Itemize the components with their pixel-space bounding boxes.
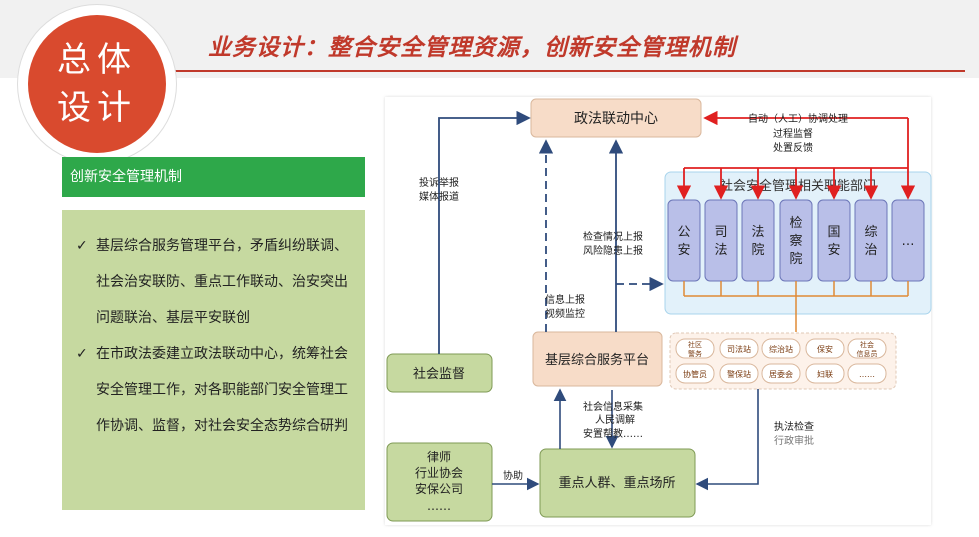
- department-label: 检: [789, 216, 802, 231]
- department-label: 院: [789, 252, 802, 267]
- platform-unit: [675, 338, 715, 359]
- admin-approval-label: 行政审批: [774, 434, 814, 447]
- department-box: [741, 199, 775, 282]
- coordination-label: 自动（人工）协调处理: [748, 112, 848, 125]
- process-supervision-label: 过程监督: [773, 127, 813, 140]
- department-label: …: [902, 234, 915, 249]
- lawyers-line: 行业协会: [415, 465, 463, 480]
- department-label: 综: [864, 225, 877, 240]
- platform-label: 基层综合服务平台: [545, 352, 649, 368]
- department-label: 安: [827, 243, 840, 258]
- department-label: 国: [827, 225, 840, 240]
- department-box: [854, 199, 888, 282]
- platform-unit-label: 综治站: [769, 344, 793, 354]
- dept-group-title: 社会安全管理相关职能部门: [720, 178, 876, 194]
- lawyers-line: 律师: [427, 450, 451, 464]
- info-collect-label: 社会信息采集: [583, 400, 643, 413]
- department-label: 公: [677, 225, 690, 240]
- media-label: 媒体报道: [419, 190, 459, 203]
- enforcement-arrow: [695, 389, 759, 491]
- department-label: 院: [751, 243, 764, 258]
- disposal-feedback-label: 处置反馈: [773, 141, 813, 154]
- info-report-label: 信息上报: [545, 293, 585, 306]
- page-title: 业务设计：整合安全管理资源，创新安全管理机制: [208, 34, 736, 61]
- platform-unit: [805, 338, 845, 359]
- lawyers-line: 安保公司: [415, 481, 463, 496]
- department-label: 安: [677, 243, 690, 258]
- platform-unit-label: 社区: [688, 340, 702, 349]
- department-box: [667, 199, 701, 282]
- resettlement-label: 安置帮教……: [583, 427, 643, 440]
- department-box: [817, 199, 851, 282]
- social-supervision-label: 社会监督: [413, 366, 465, 382]
- risk-report-label: 风险隐患上报: [583, 244, 643, 257]
- platform-unit-label: 警保站: [727, 369, 751, 379]
- center-node-label: 政法联动中心: [574, 111, 658, 127]
- department-label: 法: [751, 225, 764, 240]
- platform-unit: [719, 338, 759, 359]
- lawyers-node: [386, 442, 493, 522]
- bullet-panel: ✓ 基层综合服务管理平台，矛盾纠纷联调、社会治安联防、重点工作联动、治安突出问题…: [62, 210, 365, 510]
- video-monitor-label: 视频监控: [545, 307, 585, 320]
- lawyers-line: ……: [427, 499, 451, 513]
- platform-unit-label: 妇联: [817, 369, 833, 379]
- platform-unit: [847, 363, 887, 384]
- bullet-text: 基层综合服务管理平台，矛盾纠纷联调、社会治安联防、重点工作联动、治安突出问题联治…: [96, 238, 348, 326]
- department-box: [704, 199, 738, 282]
- bullet-item: ✓ 基层综合服务管理平台，矛盾纠纷联调、社会治安联防、重点工作联动、治安突出问题…: [76, 228, 351, 336]
- department-label: 司: [714, 225, 727, 240]
- platform-unit: [761, 363, 801, 384]
- department-label: 治: [864, 243, 877, 258]
- complaint-arrow: [438, 110, 531, 354]
- center-node: [530, 98, 702, 138]
- check-icon: ✓: [76, 238, 88, 254]
- key-targets-node: [539, 448, 696, 518]
- assist-label: 协助: [503, 469, 523, 482]
- platform-unit-label: 保安: [817, 344, 833, 354]
- department-label: 察: [789, 234, 802, 249]
- dept-platform-connectors: [683, 281, 909, 332]
- badge-line-1: 总体: [57, 40, 137, 80]
- platform-unit: [675, 363, 715, 384]
- bullet-item: ✓ 在市政法委建立政法联动中心，统筹社会安全管理工作，对各职能部门安全管理工作协…: [76, 336, 351, 444]
- title-underline: [175, 70, 965, 72]
- platform-unit-label: 司法站: [727, 344, 751, 354]
- bullet-text: 在市政法委建立政法联动中心，统筹社会安全管理工作，对各职能部门安全管理工作协调、…: [96, 346, 348, 434]
- platform-unit-label: ……: [859, 370, 875, 379]
- mediation-label: 人民调解: [595, 413, 635, 426]
- platform-unit-label: 社会: [860, 340, 874, 349]
- inspection-report-label: 检查情况上报: [583, 230, 643, 243]
- platform-unit: [847, 338, 887, 359]
- complaint-label: 投诉举报: [419, 176, 459, 189]
- section-header: 创新安全管理机制: [62, 157, 365, 197]
- coordination-arrows: [676, 110, 916, 200]
- platform-unit: [761, 338, 801, 359]
- platform-unit: [805, 363, 845, 384]
- department-label: 法: [714, 243, 727, 258]
- check-icon: ✓: [76, 346, 88, 362]
- badge-line-2: 设计: [57, 88, 137, 128]
- law-enforcement-label: 执法检查: [774, 420, 814, 433]
- platform-unit-label: 警务: [688, 349, 702, 358]
- platform-unit-label: 居委会: [769, 369, 793, 379]
- platform-node: [532, 331, 663, 387]
- platform-unit-label: 信息员: [857, 349, 878, 358]
- title-badge: 总体设计: [28, 15, 166, 153]
- key-targets-label: 重点人群、重点场所: [558, 475, 675, 491]
- platform-unit: [719, 363, 759, 384]
- platform-unit-label: 协管员: [683, 369, 707, 379]
